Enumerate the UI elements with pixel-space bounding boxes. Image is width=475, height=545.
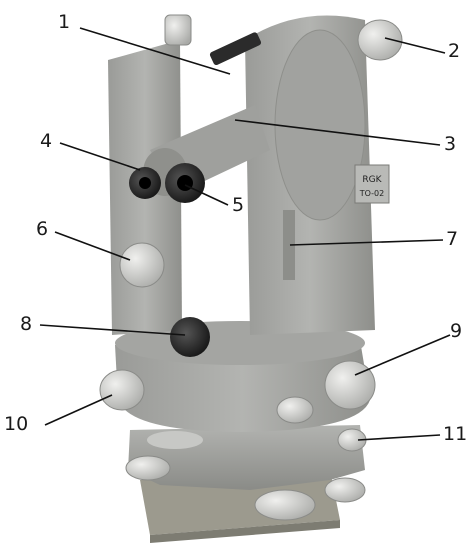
leveling-screw-right xyxy=(324,477,366,503)
eyepiece-small xyxy=(129,167,161,199)
leader-11 xyxy=(357,434,441,441)
nameplate: RGK TO-02 xyxy=(354,164,390,204)
top-cap xyxy=(164,14,192,46)
callout-11: 11 xyxy=(443,423,468,445)
callout-5: 5 xyxy=(232,194,245,216)
leader-7 xyxy=(289,239,444,246)
leader-4 xyxy=(59,142,141,171)
leader-1 xyxy=(79,27,231,75)
leader-5 xyxy=(184,184,229,206)
callout-1: 1 xyxy=(58,11,71,33)
plate-line1: RGK xyxy=(362,175,382,185)
leader-3 xyxy=(234,119,441,146)
side-knob-left xyxy=(119,242,165,288)
leader-2 xyxy=(384,37,446,54)
leader-lines xyxy=(39,27,451,441)
vertical-slot xyxy=(283,210,295,280)
callout-3: 3 xyxy=(444,133,457,155)
plate-line2: TO-02 xyxy=(359,189,384,198)
eyepiece-large xyxy=(165,163,205,203)
callout-7: 7 xyxy=(446,228,459,250)
leveling-screw-front xyxy=(254,489,316,521)
right-standard xyxy=(245,15,375,335)
right-clamp-knob xyxy=(324,360,376,410)
leader-9 xyxy=(354,334,451,376)
callout-10: 10 xyxy=(4,413,29,435)
leveling-screw-left xyxy=(125,455,171,481)
tribrach-base xyxy=(128,425,365,490)
sight xyxy=(209,32,262,66)
leader-10 xyxy=(44,394,113,426)
leader-6 xyxy=(54,231,131,261)
top-right-knob xyxy=(357,19,403,61)
callout-2: 2 xyxy=(448,40,461,62)
leader-8 xyxy=(39,324,186,336)
callout-9: 9 xyxy=(450,320,463,342)
left-clamp-knob xyxy=(99,369,145,411)
focus-knob xyxy=(170,317,210,357)
callout-4: 4 xyxy=(40,130,53,152)
callout-6: 6 xyxy=(36,218,49,240)
callout-8: 8 xyxy=(20,313,33,335)
